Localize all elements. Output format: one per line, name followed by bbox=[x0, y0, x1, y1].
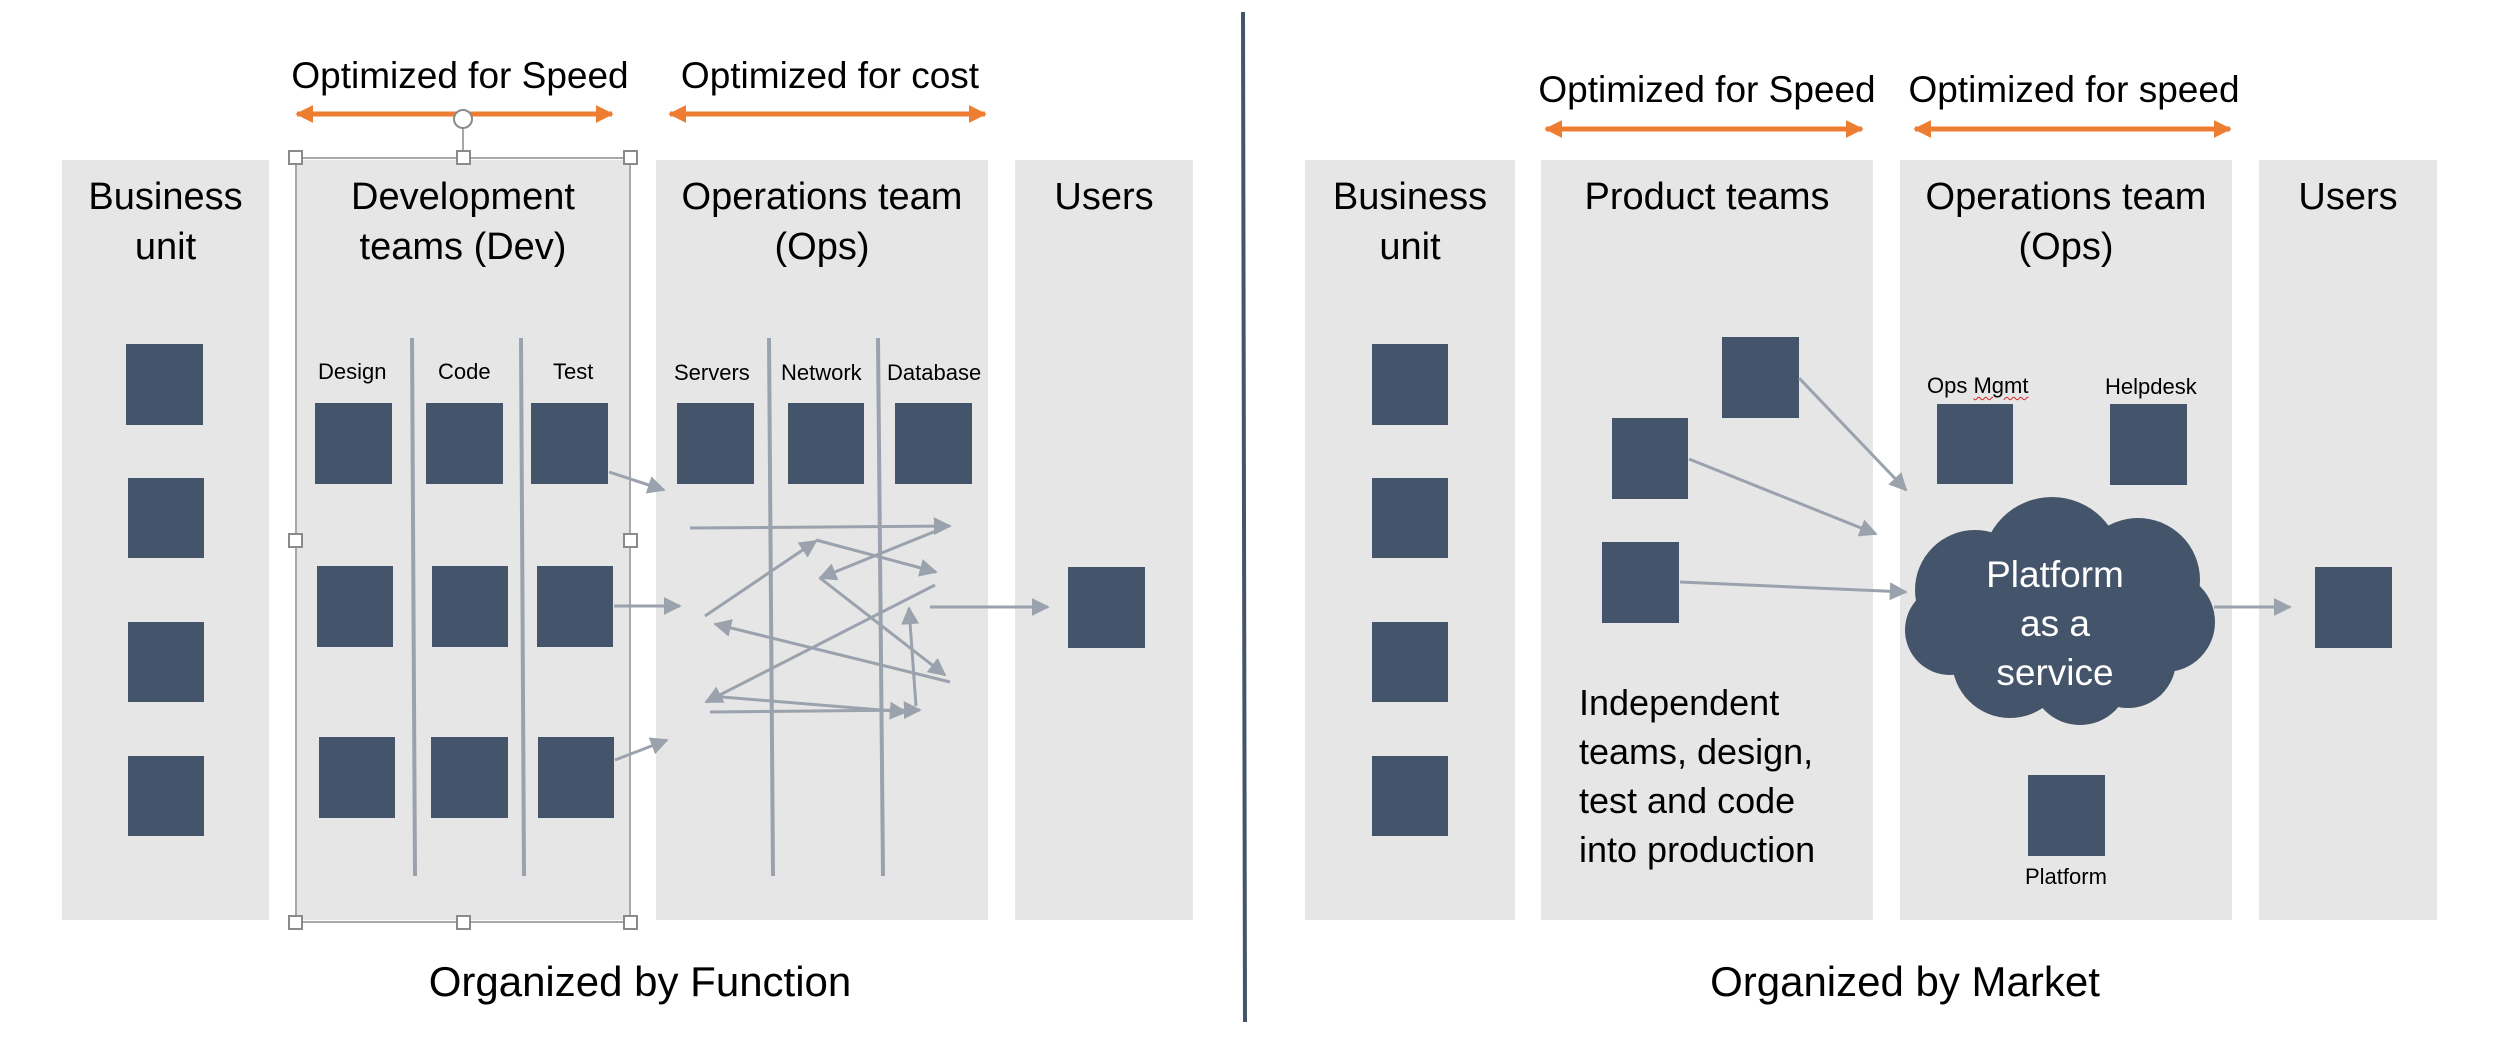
sublabel-servers: Servers bbox=[674, 360, 750, 385]
business-unit-square bbox=[1372, 478, 1448, 558]
separator-line bbox=[876, 337, 885, 877]
separator-line bbox=[519, 337, 526, 877]
center-divider-line bbox=[1241, 11, 1247, 1023]
arrow-connector bbox=[709, 701, 922, 720]
panel-operations-team-left bbox=[656, 160, 988, 920]
business-unit-square bbox=[1372, 756, 1448, 836]
sublabel-platform: Platform bbox=[2025, 864, 2107, 889]
label-optimized-for-speed-right-1: Optimized for Speed bbox=[1538, 69, 1876, 110]
label-optimized-for-cost: Optimized for cost bbox=[680, 55, 980, 96]
panel-users-left bbox=[1015, 160, 1193, 920]
sublabel-ops-mgmt-prefix: Ops bbox=[1927, 373, 1974, 398]
sublabel-ops-mgmt-word: Mgmt bbox=[1973, 373, 2029, 398]
business-unit-square bbox=[128, 478, 204, 558]
resize-handle[interactable] bbox=[456, 915, 471, 930]
arrow-connector bbox=[704, 539, 818, 618]
arrow-connector bbox=[614, 737, 669, 762]
ops-network-square bbox=[788, 403, 864, 484]
resize-handle[interactable] bbox=[623, 150, 638, 165]
arrow-connector bbox=[608, 470, 666, 494]
sublabel-network: Network bbox=[781, 360, 862, 385]
dev-test-square bbox=[531, 403, 608, 484]
helpdesk-square bbox=[2110, 404, 2187, 485]
panel-users-right bbox=[2259, 160, 2437, 920]
selection-frame[interactable] bbox=[288, 109, 638, 930]
column-title-business-unit-left: Business unit bbox=[88, 176, 243, 268]
business-unit-square bbox=[128, 622, 204, 702]
dev-code-square bbox=[431, 737, 508, 818]
column-title-operations-team-right: Operations team (Ops) bbox=[1925, 176, 2207, 268]
rotate-handle-icon[interactable] bbox=[453, 109, 473, 129]
product-team-square bbox=[1612, 418, 1688, 499]
column-title-business-unit-right: Business unit bbox=[1332, 176, 1488, 268]
dev-test-square bbox=[537, 566, 613, 647]
column-title-operations-team-left: Operations team (Ops) bbox=[681, 176, 963, 268]
resize-handle[interactable] bbox=[623, 533, 638, 548]
ops-mgmt-square bbox=[1937, 404, 2013, 484]
dev-code-square bbox=[426, 403, 503, 484]
resize-handle[interactable] bbox=[288, 150, 303, 165]
arrow-connector bbox=[818, 529, 937, 581]
arrow-connector bbox=[713, 619, 951, 684]
label-optimized-for-speed-right-2: Optimized for speed bbox=[1908, 69, 2240, 110]
cloud-platform-as-a-service bbox=[1905, 497, 2215, 725]
users-square-left bbox=[1068, 567, 1145, 648]
caption-organized-by-function: Organized by Function bbox=[428, 958, 852, 1005]
sublabel-test: Test bbox=[553, 359, 594, 384]
sublabel-database: Database bbox=[887, 360, 982, 385]
sublabel-helpdesk: Helpdesk bbox=[2105, 374, 2197, 399]
business-unit-square bbox=[126, 344, 203, 425]
sublabel-ops-mgmt: Ops Mgmt bbox=[1927, 373, 2028, 399]
separator-line bbox=[410, 337, 417, 877]
dev-design-square bbox=[317, 566, 393, 647]
business-unit-square bbox=[1372, 622, 1448, 702]
sublabel-code: Code bbox=[438, 359, 491, 384]
dev-code-square bbox=[432, 566, 508, 647]
arrow-connector bbox=[819, 576, 947, 677]
note-independent-teams: Independent teams, design, test and code… bbox=[1579, 682, 1816, 870]
ops-servers-square bbox=[677, 403, 754, 484]
business-unit-square bbox=[1372, 344, 1448, 425]
separator-line bbox=[767, 337, 775, 877]
resize-handle[interactable] bbox=[288, 533, 303, 548]
sublabel-design: Design bbox=[318, 359, 387, 384]
product-team-square bbox=[1602, 542, 1679, 623]
arrow-connector bbox=[689, 517, 952, 536]
label-optimized-for-speed-left: Optimized for Speed bbox=[291, 55, 629, 96]
dev-design-square bbox=[315, 403, 392, 484]
resize-handle[interactable] bbox=[456, 150, 471, 165]
arrow-connector bbox=[1688, 457, 1878, 537]
business-unit-square bbox=[128, 756, 204, 836]
ops-database-square bbox=[895, 403, 972, 484]
column-title-users-left: Users bbox=[1054, 176, 1154, 218]
caption-organized-by-market: Organized by Market bbox=[1710, 958, 2100, 1005]
resize-handle[interactable] bbox=[288, 915, 303, 930]
dev-design-square bbox=[319, 737, 395, 818]
platform-square bbox=[2028, 775, 2105, 856]
arrow-connector bbox=[704, 583, 936, 704]
cloud-label: Platform as a service bbox=[1986, 554, 2124, 693]
panel-product-teams bbox=[1541, 160, 1873, 920]
arrow-connector bbox=[901, 606, 920, 707]
users-square-right bbox=[2315, 567, 2392, 648]
arrow-connector bbox=[1797, 376, 1908, 492]
column-title-product-teams: Product teams bbox=[1584, 176, 1830, 218]
resize-handle[interactable] bbox=[623, 915, 638, 930]
product-team-square bbox=[1722, 337, 1799, 418]
column-title-users-right: Users bbox=[2298, 176, 2398, 218]
arrow-connector bbox=[1679, 580, 1908, 601]
dev-test-square bbox=[538, 737, 614, 818]
column-title-development-teams: Development teams (Dev) bbox=[351, 176, 575, 268]
